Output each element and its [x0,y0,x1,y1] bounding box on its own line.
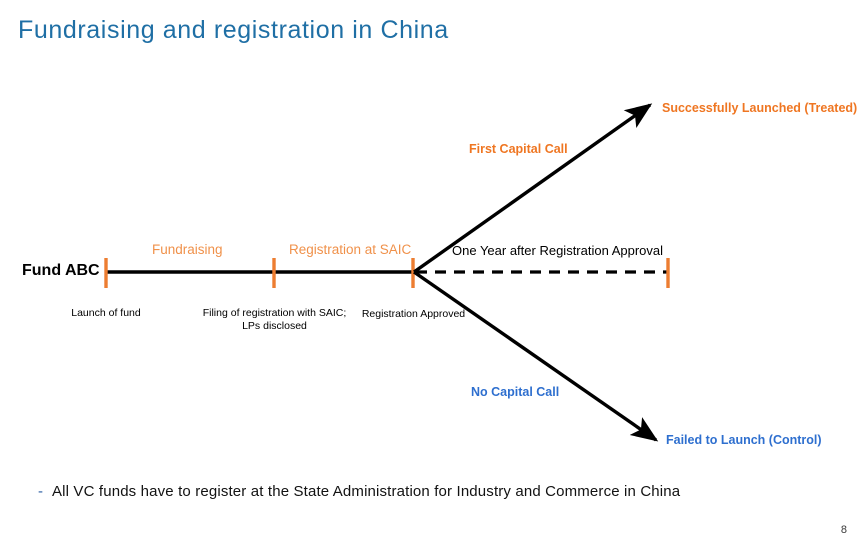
phase-label-registration-at-saic: Registration at SAIC [289,242,412,257]
footnote-text: All VC funds have to register at the Sta… [52,483,681,500]
branch-arrow-control [413,270,659,442]
phase-label-fundraising: Fundraising [152,242,223,257]
page-title: Fundraising and registration in China [18,16,449,44]
branch-condition-first-capital-call: First Capital Call [469,142,568,156]
branch-outcome-successfully-launched: Successfully Launched (Treated) [662,101,858,115]
one-year-after-approval-label: One Year after Registration Approval [452,243,664,258]
footnote-bullet-row: - All VC funds have to register at the S… [38,483,680,500]
bullet-dash-marker: - [38,483,43,500]
caption-registration-approved: Registration Approved [361,308,466,320]
page-number: 8 [840,524,847,536]
branch-condition-no-capital-call: No Capital Call [471,385,560,399]
fund-name-label: Fund ABC [22,262,100,279]
branch-outcome-failed-to-launch: Failed to Launch (Control) [666,433,822,447]
caption-launch-of-fund: Launch of fund [71,307,141,319]
caption-filing-of-registration: Filing of registration with SAIC; LPs di… [202,307,347,333]
branch-arrow-treated [413,103,653,274]
